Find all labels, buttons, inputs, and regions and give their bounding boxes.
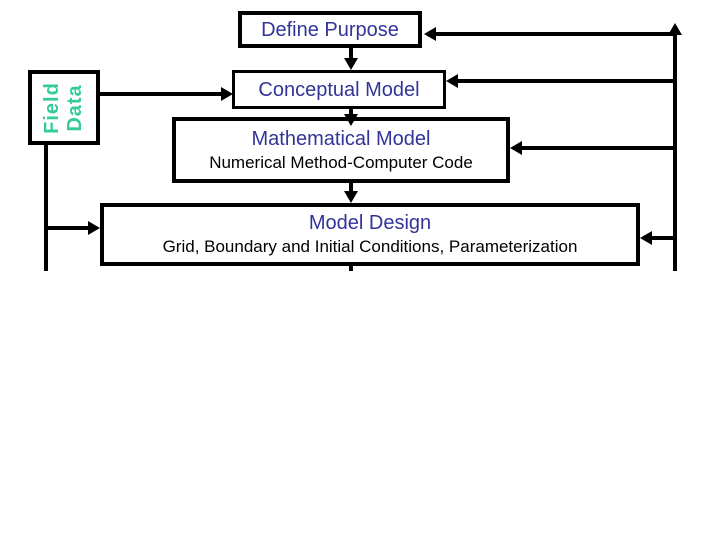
node-define-purpose: Define Purpose (238, 11, 422, 48)
field-data-rotated-label: Field Data (41, 82, 87, 134)
connector-modeldesign-offscreen-stub (349, 266, 353, 271)
arrowhead-down-into-mathematical-icon (344, 114, 358, 126)
node-conceptual-model: Conceptual Model (232, 70, 446, 109)
connector-define-to-conceptual (349, 48, 353, 60)
connector-fielddata-to-modeldesign (44, 226, 90, 230)
node-field-data: Field Data (28, 70, 100, 145)
mathematical-model-subtitle: Numerical Method-Computer Code (209, 152, 473, 172)
arrowhead-left-into-conceptual-icon (446, 74, 458, 88)
connector-conceptual-to-mathematical (349, 107, 353, 117)
node-model-design: Model Design Grid, Boundary and Initial … (100, 203, 640, 266)
mathematical-model-title: Mathematical Model (251, 127, 431, 150)
arrowhead-left-into-mathematical-icon (510, 141, 522, 155)
arrowhead-right-into-modeldesign-icon (88, 221, 100, 235)
field-data-line2: Data (63, 83, 86, 132)
connector-feedback-to-mathematical (520, 146, 677, 150)
connector-fielddata-to-conceptual (100, 92, 223, 96)
arrowhead-left-into-definepurpose-icon (424, 27, 436, 41)
field-data-line1: Field (40, 81, 63, 134)
arrowhead-right-into-conceptual-icon (221, 87, 233, 101)
arrowhead-down-into-modeldesign-icon (344, 191, 358, 203)
connector-feedback-to-conceptual (456, 79, 677, 83)
arrowhead-down-into-conceptual-icon (344, 58, 358, 70)
connector-feedback-trunk-vertical (673, 30, 677, 271)
define-purpose-label: Define Purpose (261, 18, 399, 41)
connector-feedback-to-modeldesign (650, 236, 677, 240)
connector-mathematical-to-modeldesign (349, 183, 353, 195)
connector-fielddata-trunk-vertical (44, 145, 48, 271)
connector-feedback-to-definepurpose (434, 32, 677, 36)
node-mathematical-model: Mathematical Model Numerical Method-Comp… (172, 117, 510, 183)
model-design-title: Model Design (308, 212, 432, 234)
arrowhead-left-into-modeldesign-icon (640, 231, 652, 245)
conceptual-model-label: Conceptual Model (258, 78, 420, 101)
model-design-subtitle: Grid, Boundary and Initial Conditions, P… (162, 237, 578, 256)
